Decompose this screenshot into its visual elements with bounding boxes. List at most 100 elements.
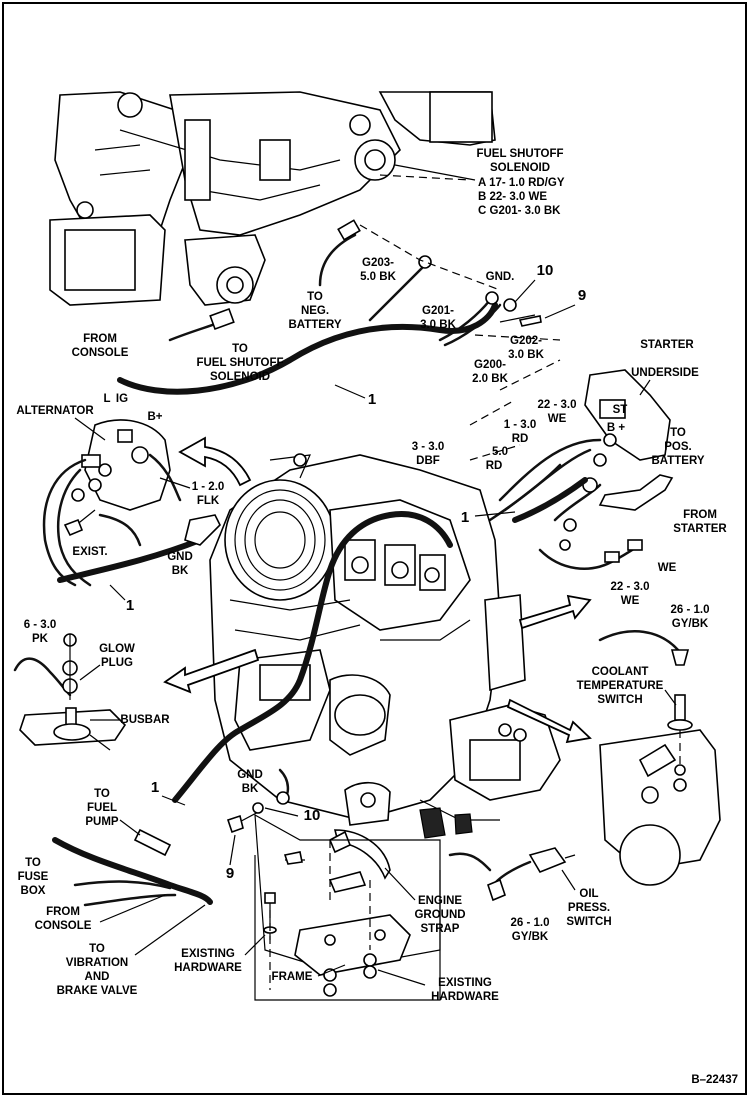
from-console-bottom-2: CONSOLE [35,920,92,932]
label-underside: UNDERSIDE [631,367,699,379]
label-g202-1: G202- [510,335,542,347]
top-wiring [117,174,561,395]
main-harness [172,511,453,803]
fuel-shutoff-title-2: SOLENOID [490,162,550,174]
callout-1-alt: 1 [126,597,134,614]
leader-1-starter [474,511,516,517]
leader-frame [317,964,346,977]
label-coolant-2: TEMPERATURE [577,680,664,692]
gnd-terminal-bottom [276,791,290,805]
label-g200-2: 2.0 BK [472,373,508,385]
starter-assembly [469,369,674,570]
existing-hw-right-2: HARDWARE [431,991,499,1003]
label-w5-2: RD [486,460,503,472]
leader-1-top [334,384,366,399]
leader-alternator [74,417,106,441]
leader-existing-hw-left [244,934,266,956]
label-b-plus-starter: B + [607,422,626,434]
coolant-switch-assembly [598,630,721,886]
label-w26-bottom-1: 26 - 1.0 [511,917,550,929]
label-w22-1: 22 - 3.0 [538,399,577,411]
callout-1-left: 1 [151,779,159,796]
leader-1-left [161,795,186,806]
label-oil-3: SWITCH [566,916,611,928]
to-vib-1: TO [89,943,105,955]
leader-10-top [514,279,536,303]
leader-1-alt [109,584,126,601]
fuel-shutoff-title-1: FUEL SHUTOFF [476,148,563,160]
to-fuel-pump-1: TO [94,788,110,800]
callout-1-starter: 1 [461,509,469,526]
to-vib-3: AND [85,971,110,983]
callout-10-top: 10 [537,262,554,279]
label-starter: STARTER [640,339,694,351]
from-console-top-2: CONSOLE [72,347,129,359]
leader-9-bottom [229,834,236,866]
label-w1flk-1: 1 - 2.0 [192,481,225,493]
to-fuel-shutoff-2: FUEL SHUTOFF [196,357,283,369]
bottom-left-harness [52,828,213,907]
label-oil-2: PRESS. [568,902,610,914]
label-exist: EXIST. [72,546,107,558]
existing-hw-right-1: EXISTING [438,977,492,989]
label-w26-bottom-2: GY/BK [512,931,549,943]
label-alternator: ALTERNATOR [16,405,94,417]
leader-fuel-shutoff [394,164,476,181]
label-gnd-top: GND. [486,271,515,283]
gnd-bk-bottom-2: BK [242,783,259,795]
callout-1-top: 1 [368,391,376,408]
label-g203-1: G203- [362,257,394,269]
leader-to-vib [134,904,206,956]
label-g201-2: 3.0 BK [420,319,456,331]
to-fuel-shutoff-3: SOLENOID [210,371,270,383]
label-w1flk-2: FLK [197,495,220,507]
glow-plug-assembly [13,633,127,751]
leader-from-console-bottom [99,894,166,923]
label-coolant-3: SWITCH [597,694,642,706]
label-b-plus-alt: B+ [147,411,162,423]
oil-switch-assembly [448,847,576,902]
label-st: ST [613,404,628,416]
to-fuse-2: FUSE [18,871,49,883]
leader-w1flk [159,477,191,489]
label-ig: IG [116,393,128,405]
to-fuse-1: TO [25,857,41,869]
direction-arrows [163,436,592,744]
label-w1-1: 1 - 3.0 [504,419,537,431]
to-neg-3: BATTERY [288,319,341,331]
from-console-bottom-1: FROM [46,906,80,918]
from-starter-1: FROM [683,509,717,521]
label-g202-2: 3.0 BK [508,349,544,361]
to-pos-3: BATTERY [651,455,704,467]
label-gnd-bk-alt-2: BK [172,565,189,577]
leader-oil [561,869,576,891]
label-w6-2: PK [32,633,49,645]
leader-coolant [664,689,677,706]
to-neg-1: TO [307,291,323,303]
to-neg-2: NEG. [301,305,329,317]
callout-9-top: 9 [578,287,586,304]
label-coolant-1: COOLANT [592,666,649,678]
existing-hw-left-2: HARDWARE [174,962,242,974]
to-fuel-pump-3: PUMP [85,816,119,828]
leader-existing-hw-right [377,969,426,986]
leader-9-top [544,304,576,319]
to-fuel-shutoff-1: TO [232,343,248,355]
engine-ground-3: STRAP [421,923,460,935]
label-frame: FRAME [272,971,313,983]
label-w6-1: 6 - 3.0 [24,619,57,631]
label-gnd-bk-alt-1: GND [167,551,193,563]
fuel-shutoff-pin-c: C G201- 3.0 BK [478,205,561,217]
fuel-shutoff-pin-a: A 17- 1.0 RD/GY [478,177,565,189]
label-w3-2: DBF [416,455,440,467]
labels-layer: FUEL SHUTOFF SOLENOID A 17- 1.0 RD/GY B … [16,148,738,1086]
gnd-bk-bottom-1: GND [237,769,263,781]
from-console-top-1: FROM [83,333,117,345]
from-starter-2: STARTER [673,523,727,535]
leader-10-bottom [264,807,299,817]
alternator-assembly [42,419,221,587]
label-w3-1: 3 - 3.0 [412,441,445,453]
to-vib-2: VIBRATION [66,957,128,969]
